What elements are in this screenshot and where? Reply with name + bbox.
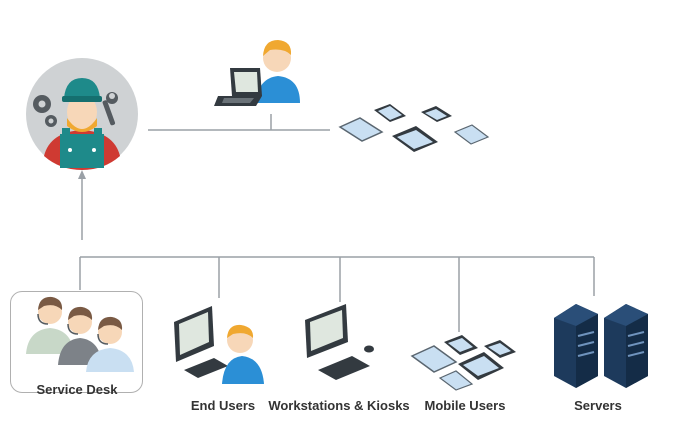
workstation-icon xyxy=(305,304,374,380)
mobile-users-label: Mobile Users xyxy=(424,398,506,413)
connector-lines xyxy=(79,114,595,332)
laptop-user-icon xyxy=(214,40,300,106)
support-agents-icon xyxy=(26,296,134,372)
service-desk-label: Service Desk xyxy=(36,382,118,397)
arrow-head xyxy=(78,170,86,179)
mobile-devices-icon xyxy=(338,104,490,152)
service-desk-frame xyxy=(10,291,143,393)
desktop-user-icon xyxy=(174,306,264,384)
workstations-label: Workstations & Kiosks xyxy=(268,398,410,413)
end-users-label: End Users xyxy=(190,398,256,413)
mobile-devices-icon xyxy=(410,335,516,391)
servers-label: Servers xyxy=(574,398,622,413)
server-rack-icon xyxy=(554,304,648,388)
technician-icon xyxy=(26,58,138,170)
